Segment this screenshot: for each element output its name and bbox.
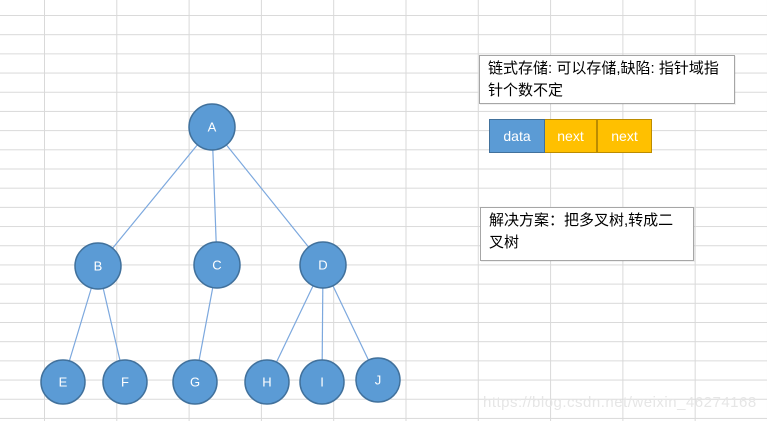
node-cell-next-1[interactable]: next	[545, 119, 597, 153]
tree-edge-A-D[interactable]	[211, 126, 324, 266]
tree-node-J[interactable]	[355, 357, 401, 403]
tree-node-F[interactable]	[102, 359, 148, 405]
node-structure-bar: data next next	[489, 119, 652, 153]
textbox-linked-storage[interactable]: 链式存储: 可以存储,缺陷: 指针域指针个数不定	[479, 55, 735, 104]
tree-node-G[interactable]	[172, 359, 218, 405]
watermark-url: https://blog.csdn.net/weixin_46274168	[483, 394, 757, 411]
tree-node-H[interactable]	[244, 359, 290, 405]
tree-node-label-C: C	[212, 258, 221, 273]
node-cell-next-2[interactable]: next	[597, 119, 652, 153]
textbox-solution[interactable]: 解决方案：把多叉树,转成二叉树	[480, 207, 694, 261]
tree-node-label-I: I	[320, 375, 324, 390]
tree-node-label-B: B	[94, 259, 103, 274]
tree-node-C[interactable]	[193, 241, 241, 289]
tree-node-D[interactable]	[299, 241, 347, 289]
tree-node-I[interactable]	[299, 359, 345, 405]
tree-node-label-F: F	[121, 375, 129, 390]
textbox-solution-text: 解决方案：把多叉树,转成二叉树	[489, 212, 674, 251]
tree-node-label-H: H	[262, 375, 271, 390]
tree-node-E[interactable]	[40, 359, 86, 405]
tree-node-label-G: G	[190, 375, 200, 390]
tree-edge-A-B[interactable]	[97, 126, 213, 267]
tree-node-label-E: E	[59, 375, 68, 390]
tree-node-label-A: A	[208, 120, 217, 135]
tree-node-label-D: D	[318, 258, 327, 273]
tree-node-label-J: J	[375, 373, 382, 388]
textbox-linked-storage-text: 链式存储: 可以存储,缺陷: 指针域指针个数不定	[488, 60, 719, 99]
tree-node-A[interactable]	[188, 103, 236, 151]
node-cell-data[interactable]: data	[489, 119, 545, 153]
tree-node-B[interactable]	[74, 242, 122, 290]
